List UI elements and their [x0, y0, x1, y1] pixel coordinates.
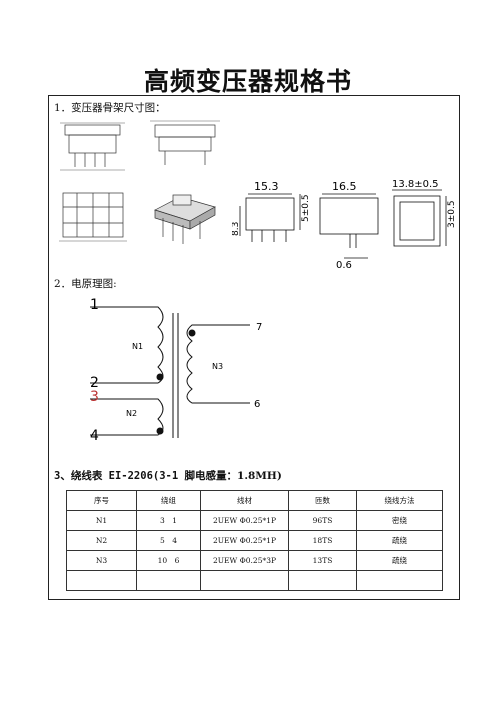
dot-n3 — [188, 329, 196, 337]
table-cell: N2 — [66, 530, 137, 551]
table-cell — [356, 570, 443, 591]
winding-table: 序号 绕组 线材 匝数 绕线方法 N1 3 1 2UEW Φ0.25*1P 96… — [66, 490, 443, 591]
table-cell — [288, 570, 357, 591]
section-2-label: 2．电原理图: — [54, 278, 117, 290]
section-3-label: 3、绕线表 EI-2206(3-1 脚电感量：1.8MH) — [54, 468, 282, 483]
table-header-row: 序号 绕组 线材 匝数 绕线方法 — [66, 490, 443, 511]
table-cell — [136, 570, 201, 591]
table-row — [66, 570, 443, 591]
pin-7: 7 — [256, 322, 262, 333]
table-row: N1 3 1 2UEW Φ0.25*1P 96TS 密绕 — [66, 510, 443, 531]
table-cell: 疏绕 — [356, 550, 443, 571]
table-cell: N1 — [66, 510, 137, 531]
col-header: 绕组 — [136, 490, 201, 511]
dim-height-1: 5±0.5 — [301, 194, 311, 222]
bobbin-front-view — [60, 122, 125, 171]
col-header: 绕线方法 — [356, 490, 443, 511]
dim-side-1: 8.3 — [232, 222, 241, 236]
dim-top-3: 13.8±0.5 — [392, 179, 439, 190]
section-3-prefix: 3、绕线表 EI-2206(3-1 脚电感量： — [54, 470, 238, 482]
winding-n1: N1 — [132, 342, 143, 351]
dim-height-2: 3±0.5 — [447, 200, 457, 228]
table-cell: 10 6 — [136, 550, 201, 571]
table-cell: 疏绕 — [356, 530, 443, 551]
col-header: 线材 — [200, 490, 289, 511]
table-cell: 3 1 — [136, 510, 201, 531]
pin-3: 3 — [90, 389, 99, 405]
dim-top-2: 16.5 — [332, 180, 357, 193]
winding-n2: N2 — [126, 409, 137, 418]
dim-side-2: 0.6 — [336, 260, 352, 271]
table-cell: 13TS — [288, 550, 357, 571]
pin-4: 4 — [90, 428, 99, 444]
table-cell: 5 4 — [136, 530, 201, 551]
table-cell: N3 — [66, 550, 137, 571]
schematic-diagram: 1 2 3 4 7 6 N1 N2 N3 — [90, 297, 262, 444]
winding-n3: N3 — [212, 362, 223, 371]
document-title: 高频变压器规格书 — [143, 67, 352, 96]
pin-6: 6 — [254, 399, 260, 410]
table-cell: 18TS — [288, 530, 357, 551]
dimension-drawings: 15.3 5±0.5 8.3 16.5 0.6 13.8±0.5 3±0.5 — [232, 179, 457, 271]
spec-frame — [48, 95, 460, 600]
bobbin-bottom-view — [59, 192, 127, 242]
col-header: 序号 — [66, 490, 137, 511]
section-1-label: 1．变压器骨架尺寸图： — [54, 102, 166, 114]
bobbin-side-view — [150, 120, 220, 165]
table-cell: 2UEW Φ0.25*1P — [200, 530, 289, 551]
table-row: N3 10 6 2UEW Φ0.25*3P 13TS 疏绕 — [66, 550, 443, 571]
dot-n1 — [156, 373, 164, 381]
table-cell: 2UEW Φ0.25*1P — [200, 510, 289, 531]
col-header: 匝数 — [288, 490, 357, 511]
dim-top-1: 15.3 — [254, 180, 279, 193]
table-cell — [66, 570, 137, 591]
section-3-inductance: 1.8MH) — [237, 470, 282, 482]
pin-2: 2 — [90, 375, 99, 391]
table-cell: 密绕 — [356, 510, 443, 531]
bobbin-drawings — [59, 120, 220, 244]
pin-1: 1 — [90, 297, 99, 313]
bobbin-3d-view — [154, 194, 216, 244]
table-cell: 96TS — [288, 510, 357, 531]
dot-n2 — [156, 427, 164, 435]
table-cell — [200, 570, 289, 591]
table-row: N2 5 4 2UEW Φ0.25*1P 18TS 疏绕 — [66, 530, 443, 551]
table-cell: 2UEW Φ0.25*3P — [200, 550, 289, 571]
